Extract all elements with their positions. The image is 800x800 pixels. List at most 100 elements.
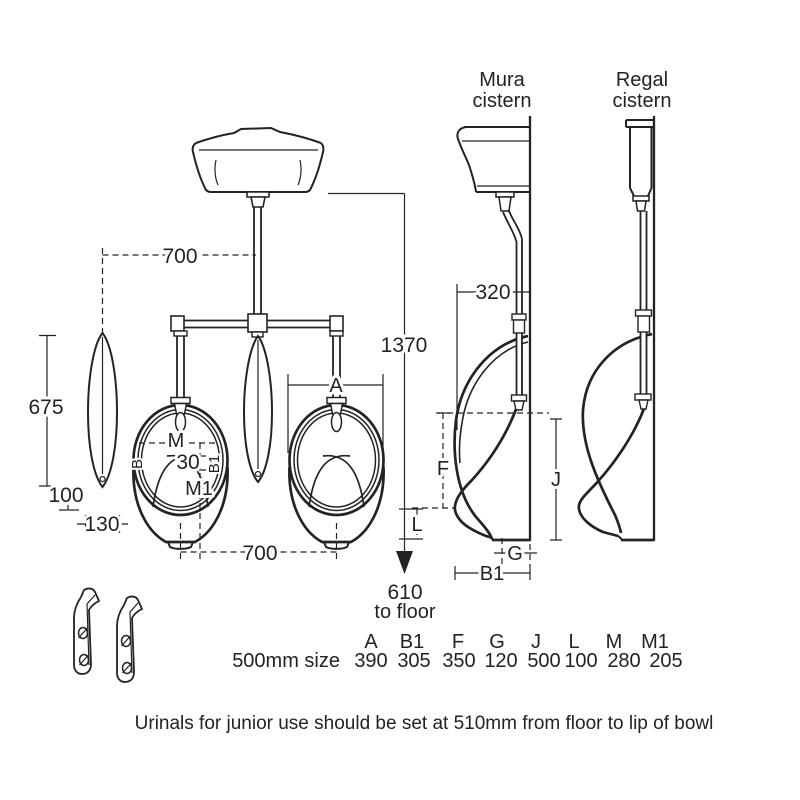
bracket-outline	[73, 587, 101, 675]
right-elbow	[329, 315, 344, 332]
table-header-row: A B1 F G J L M M1	[364, 631, 669, 653]
regal-cistern	[625, 119, 655, 212]
size-table: A B1 F G J L M M1 500mm size 390 305 350…	[232, 631, 683, 672]
pipe-curve	[502, 210, 523, 396]
cistern-accent-right	[297, 159, 302, 186]
dim-j: J	[548, 418, 564, 541]
mura-dimensions: 320 F L J G B1	[399, 278, 564, 588]
front-dimensions: 700 1370 610 to floor 675 100 130	[25, 192, 439, 626]
dim-g: G	[494, 538, 537, 568]
dim-line	[39, 334, 56, 487]
pipe-union-flange	[634, 309, 653, 317]
front-view	[86, 126, 385, 551]
dim-line	[454, 566, 531, 580]
dim-label: 700	[242, 542, 277, 565]
spreader-collar	[170, 396, 191, 405]
dim-outlet-height: 610 to floor	[371, 578, 438, 626]
cell-value: 390	[354, 650, 387, 672]
offset-ticks	[194, 455, 206, 471]
bowl-inner-curve-right	[166, 454, 209, 508]
regal-title-line2: cistern	[613, 90, 672, 112]
cell-value: 205	[649, 650, 682, 672]
mura-flush-pipe	[502, 210, 528, 411]
mura-title-line2: cistern	[473, 90, 532, 112]
left-elbow-collar	[173, 330, 188, 337]
front-pipework	[170, 207, 344, 398]
left-elbow	[170, 315, 185, 332]
col-header: A	[364, 631, 378, 653]
dim-line	[77, 515, 128, 533]
dim-panel-offset: 130	[77, 510, 128, 539]
dim-label: 100	[48, 484, 83, 507]
panel-outline	[86, 331, 119, 489]
outlet-nut	[635, 200, 647, 212]
screw-slot	[121, 635, 131, 647]
dim-panel-clearance: 100	[45, 481, 87, 511]
cistern-accent-left	[214, 159, 219, 186]
dim-line	[179, 523, 338, 561]
b1-side-label: B1	[206, 455, 223, 473]
col-header: L	[568, 631, 579, 653]
dim-label: 130	[84, 513, 119, 536]
outlet-nut	[498, 196, 512, 212]
right-elbow-collar	[329, 330, 344, 337]
regal-title-line1: Regal	[616, 69, 668, 91]
screw-hole	[77, 626, 89, 640]
dim-label: 610	[387, 581, 422, 604]
cell-value: 500	[527, 650, 560, 672]
dim-cistern-depth: 320	[456, 278, 529, 430]
bracket-left	[73, 587, 101, 675]
dim-label: F	[437, 458, 449, 480]
division-panel-left	[86, 331, 119, 489]
bowl-inner-curve-left	[152, 454, 195, 508]
cistern-lid	[195, 126, 322, 144]
cell-value: 350	[442, 650, 475, 672]
dim-cistern-spacing: 700	[101, 242, 256, 333]
b-label: B	[129, 459, 146, 469]
table-value-row: 500mm size 390 305 350 120 500 100 280 2…	[232, 650, 683, 672]
down-arrow	[396, 551, 413, 574]
bracket-edge	[86, 594, 96, 666]
pipe-union-body	[637, 315, 651, 333]
screw-slot	[79, 654, 89, 666]
pipe-union-flange	[511, 313, 527, 321]
dim-label: 675	[28, 396, 63, 419]
cistern-front	[456, 126, 477, 193]
bowl-shell	[132, 466, 229, 544]
wall-brackets	[73, 587, 144, 683]
row-label: 500mm size	[232, 650, 340, 672]
front-cistern	[191, 126, 325, 208]
dim-f: F	[434, 412, 549, 508]
dim-line	[328, 192, 406, 551]
screw-hole	[121, 661, 133, 675]
dim-label: 320	[475, 281, 510, 304]
spreader-collar	[510, 394, 528, 402]
col-header: M1	[641, 631, 669, 653]
col-header: F	[452, 631, 464, 653]
regal-flush-pipe	[634, 211, 653, 410]
front-urinal-left	[132, 396, 229, 550]
cell-value: 305	[397, 650, 430, 672]
cell-value: 120	[484, 650, 517, 672]
cistern-outlet-flange	[246, 191, 270, 198]
mura-cistern	[456, 126, 529, 212]
spreader-body	[513, 400, 525, 411]
outlet-flange	[632, 195, 650, 202]
spreader-body	[173, 402, 188, 415]
regal-side-view: Regal cistern	[577, 69, 672, 542]
col-header: J	[531, 631, 541, 653]
col-header: B1	[400, 631, 424, 653]
main-down-pipe	[253, 207, 262, 314]
mura-title-line1: Mura	[479, 69, 525, 91]
cistern-lid	[625, 119, 655, 128]
screw-slot	[78, 627, 88, 639]
dim-total-height: 1370	[328, 192, 430, 574]
bracket-edge	[129, 602, 139, 674]
mura-urinal-profile	[453, 334, 530, 542]
dim-label: A	[329, 375, 343, 397]
regal-urinal-profile	[577, 332, 654, 542]
dim-bowl-internals: M 30 M1 B B1	[127, 427, 225, 562]
bracket-outline	[116, 595, 144, 683]
